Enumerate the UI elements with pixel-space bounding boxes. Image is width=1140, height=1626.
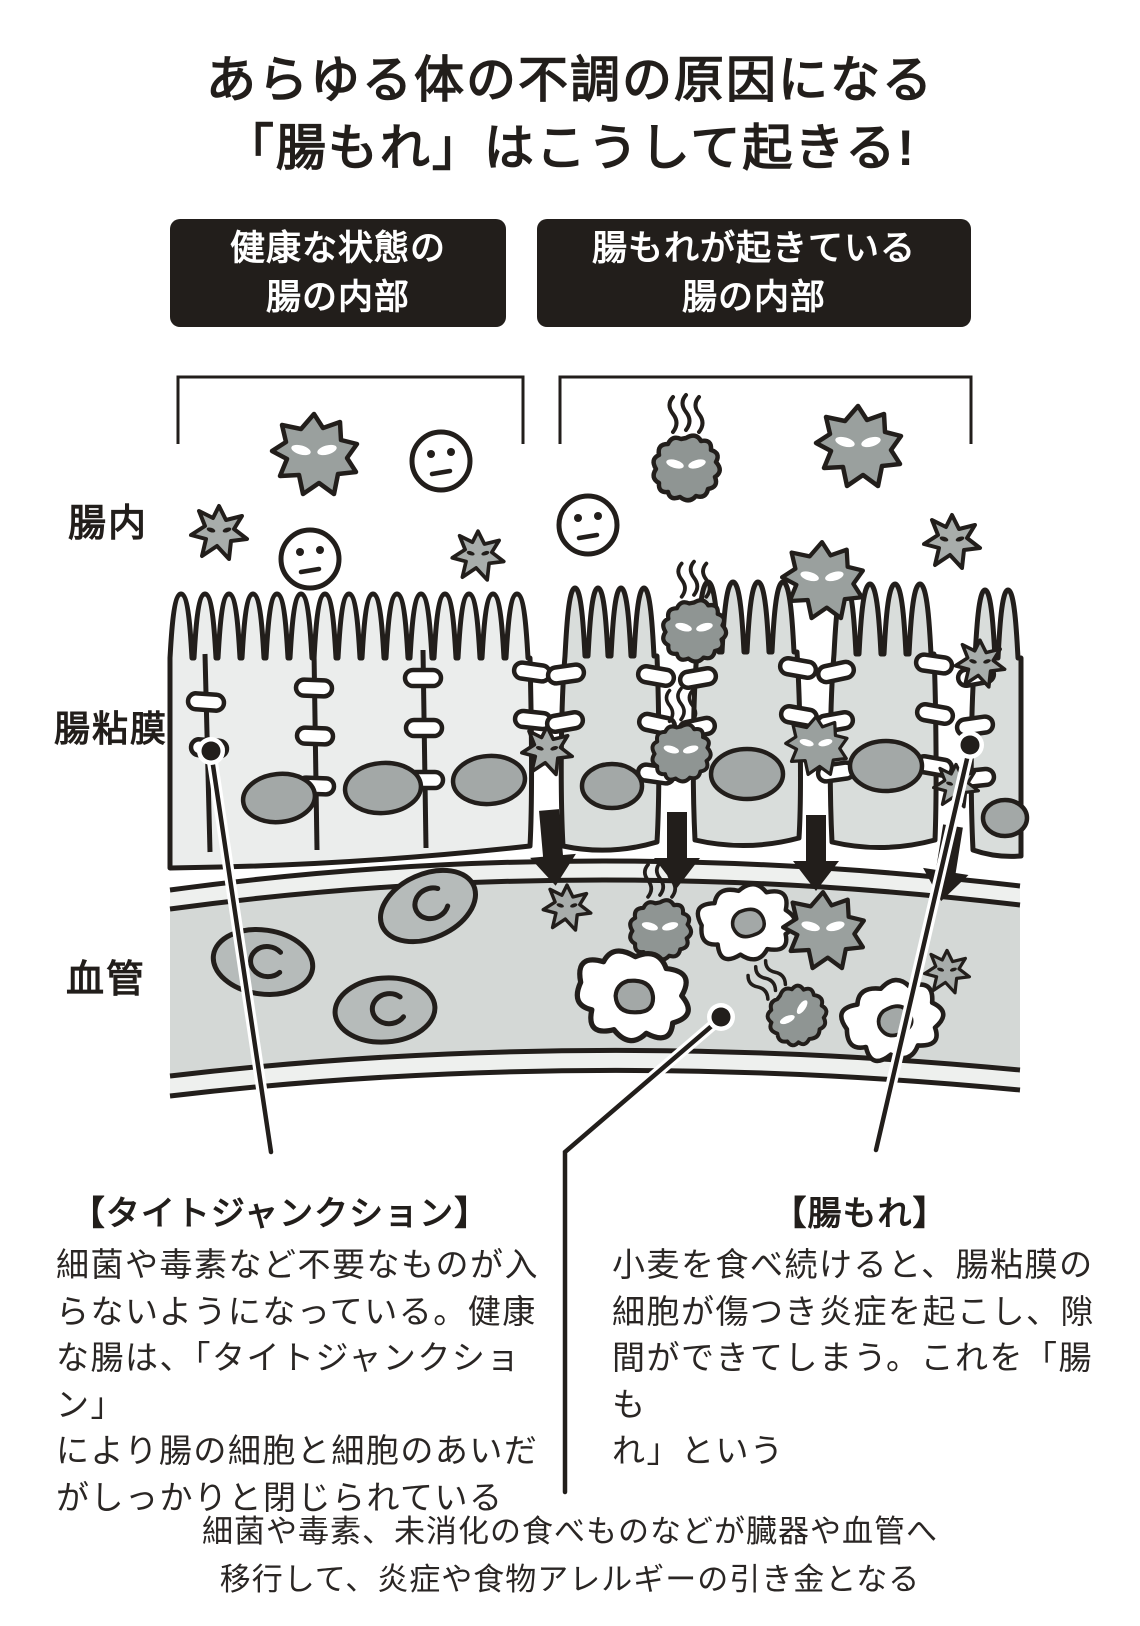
tight-junction-pill	[296, 679, 333, 696]
text-line: 間ができてしまう。これを「腸も	[612, 1339, 1094, 1423]
caption-leader-line	[562, 1015, 724, 1495]
leader-dot	[711, 1007, 731, 1027]
leak-note: 小麦を食べ続けると、腸粘膜の 細胞が傷つき炎症を起こし、隙 間ができてしまう。こ…	[612, 1242, 1122, 1475]
toxin-particle-icon	[189, 504, 249, 561]
tight-junction-leader-line	[208, 749, 274, 1155]
header-healthy-line1: 健康な状態の	[229, 229, 446, 268]
cell-nucleus	[579, 761, 645, 811]
header-leaky-line1: 腸もれが起きている	[591, 229, 916, 268]
label-lumen: 腸内	[68, 503, 149, 545]
tight-junction-pill	[679, 667, 717, 689]
leak-heading: 【腸もれ】	[772, 1195, 948, 1233]
healthy-mucosa	[167, 591, 552, 871]
text-line: がしっかりと閉じられている	[56, 1478, 504, 1516]
cell-nucleus	[240, 771, 318, 825]
tight-junction-pill	[513, 662, 551, 683]
stink-bacteria-icon	[654, 395, 720, 500]
leader-lines	[197, 731, 984, 1498]
text-line: 細菌や毒素、未消化の食べものなどが臓器や血管へ	[202, 1514, 938, 1549]
label-mucosa: 腸粘膜	[54, 708, 169, 749]
leader-dot	[201, 741, 221, 761]
bracket-healthy-section	[176, 375, 525, 444]
angry-virus-icon	[272, 414, 357, 494]
angry-virus-icon	[816, 406, 901, 486]
tight-junction-pill	[405, 670, 441, 686]
cell-nucleus	[708, 746, 786, 802]
tight-junction-heading: 【タイトジャンクション】	[70, 1195, 490, 1233]
tight-junction-pill	[187, 693, 224, 711]
tight-junction-pill	[637, 665, 675, 687]
header-leaky-intestine: 腸もれが起きている 腸の内部	[537, 219, 971, 327]
leader-dot	[960, 735, 980, 755]
bottom-caption: 細菌や毒素、未消化の食べものなどが臓器や血管へ 移行して、炎症や食物アレルギーの…	[0, 1508, 1140, 1604]
leak-leader-line	[873, 743, 973, 1153]
toxin-particle-icon	[450, 529, 506, 582]
text-line: 細胞が傷つき炎症を起こし、隙	[612, 1292, 1095, 1330]
text-line: 細菌や毒素など不要なものが入	[56, 1246, 539, 1283]
text-line: により腸の細胞と細胞のあいだ	[56, 1432, 539, 1469]
text-line: な腸は、「タイトジャンクション」	[56, 1339, 521, 1423]
tight-junction-pill	[406, 720, 442, 736]
toxin-particle-icon	[922, 513, 982, 570]
food-particle-icon	[281, 530, 339, 588]
cell-nucleus	[342, 760, 424, 816]
text-line: らないようになっている。健康	[56, 1292, 537, 1330]
tight-junction-pill	[915, 654, 953, 675]
header-leaky-line2: 腸の内部	[681, 278, 826, 317]
header-healthy-line2: 腸の内部	[265, 278, 410, 317]
tight-junction-pill	[546, 711, 584, 733]
bracket-leaky-section	[558, 375, 973, 444]
tight-junction-note: 細菌や毒素など不要なものが入 らないようになっている。健康 な腸は、「タイトジャ…	[56, 1242, 566, 1521]
stink-bacteria-icon	[663, 562, 726, 662]
header-healthy-intestine: 健康な状態の 腸の内部	[170, 219, 506, 327]
text-line: れ」という	[612, 1432, 785, 1469]
page-title-line2: 「腸もれ」はこうして起きる!	[223, 120, 917, 176]
vessel-wall-inner-top	[169, 877, 1021, 912]
page-title-line1: あらゆる体の不調の原因になる	[206, 52, 934, 108]
label-vessel: 血管	[66, 959, 147, 1001]
food-particle-icon	[559, 496, 617, 554]
text-line: 小麦を食べ続けると、腸粘膜の	[612, 1246, 1094, 1283]
text-line: 移行して、炎症や食物アレルギーの引き金となる	[219, 1562, 921, 1597]
cell-nucleus	[847, 738, 925, 794]
tight-junction-pill	[779, 657, 817, 679]
tight-junction-pill	[547, 664, 585, 685]
tight-junction-pill	[297, 727, 334, 744]
cell-nucleus	[980, 797, 1030, 839]
tight-junction-pill	[916, 703, 954, 725]
cell-nucleus	[450, 753, 528, 807]
food-particle-icon	[412, 432, 470, 490]
vessel-wall-outer-top	[169, 858, 1021, 893]
